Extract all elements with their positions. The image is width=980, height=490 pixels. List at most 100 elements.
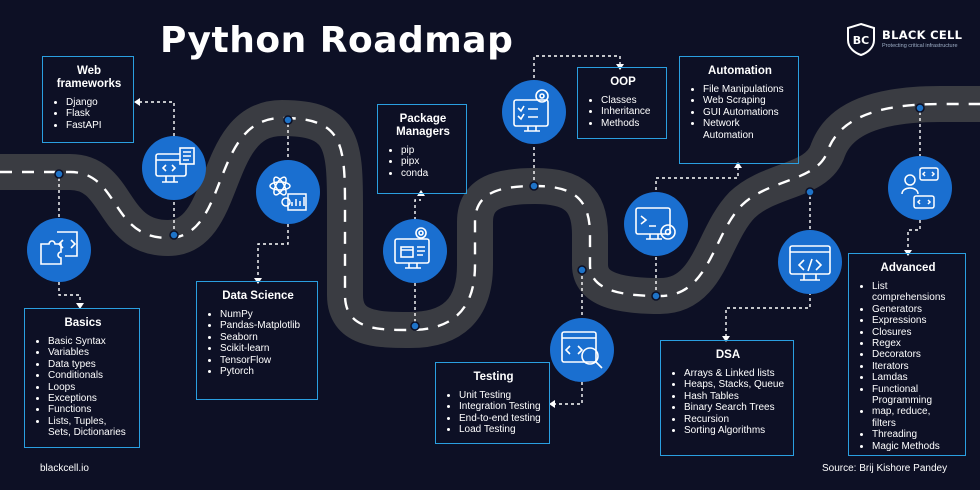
arrowhead-basics [76, 303, 84, 309]
list-item: map, reduce, filters [872, 406, 957, 429]
black-cell-logo-icon: BC [847, 22, 875, 56]
list-item: Load Testing [459, 424, 541, 435]
connector-pkg [414, 199, 421, 328]
box-basics: Basics Basic Syntax Variables Data types… [24, 308, 140, 448]
list-item: Loops [48, 382, 131, 393]
terminal-gear-monitor-icon [624, 192, 688, 256]
list-item: End-to-end testing [459, 413, 541, 424]
list-item: Sorting Algorithms [684, 425, 785, 436]
code-chat-avatars-icon [888, 156, 952, 220]
list-item: GUI Automations [703, 107, 790, 118]
box-list: Arrays & Linked lists Heaps, Stacks, Que… [671, 368, 785, 436]
road [0, 86, 980, 348]
list-item: Magic Methods [872, 441, 957, 452]
page-title: Python Roadmap [160, 20, 514, 61]
stop-dot-pkg [410, 321, 420, 331]
connector-automation [655, 166, 739, 296]
list-item: Unit Testing [459, 390, 541, 401]
list-item: Functional Programming [872, 384, 957, 407]
list-item: Integration Testing [459, 401, 541, 412]
list-item: Threading [872, 429, 957, 440]
list-item: Methods [601, 118, 658, 129]
list-item: Arrays & Linked lists [684, 368, 785, 379]
box-advanced: Advanced List comprehensions Generators … [848, 253, 966, 456]
footer-site: blackcell.io [40, 463, 89, 474]
list-item: Binary Search Trees [684, 402, 785, 413]
list-item: Exceptions [48, 393, 131, 404]
box-heading: Testing [473, 371, 514, 383]
stop-dot-advanced [915, 103, 925, 113]
list-item: Django [66, 97, 125, 108]
connector-ds [257, 118, 289, 280]
list-item: Inheritance [601, 106, 658, 117]
connector-testing [555, 270, 583, 405]
brand: BC BLACK CELL Protecting critical infras… [844, 22, 974, 56]
connector-advanced [907, 106, 921, 252]
connector-oop [533, 55, 621, 186]
stop-dot-basics [54, 169, 64, 179]
list-item: Data types [48, 359, 131, 370]
puzzle-code-icon [27, 218, 91, 282]
list-item: Classes [601, 95, 658, 106]
arrowhead-testing [549, 400, 555, 408]
box-list: Basic Syntax Variables Data types Condit… [35, 336, 131, 439]
list-item: Lists, Tuples, Sets, Dictionaries [48, 416, 131, 439]
arrowhead-web [134, 98, 140, 106]
package-monitor-icon [383, 219, 447, 283]
box-package-managers: Package Managers pip pipx conda [377, 104, 467, 194]
box-heading: Package Managers [396, 113, 450, 138]
list-item: Recursion [684, 414, 785, 425]
connector-dsa [725, 190, 811, 338]
box-automation: Automation File Manipulations Web Scrapi… [679, 56, 799, 164]
list-item: conda [401, 168, 458, 179]
connectors [58, 55, 921, 405]
list-item: File Manipulations [703, 84, 790, 95]
box-testing: Testing Unit Testing Integration Testing… [435, 362, 550, 444]
list-item: Heaps, Stacks, Queue [684, 379, 785, 390]
list-item: NumPy [220, 309, 309, 320]
list-item: Seaborn [220, 332, 309, 343]
list-item: TensorFlow [220, 355, 309, 366]
box-list: List comprehensions Generators Expressio… [859, 281, 957, 452]
list-item: Variables [48, 347, 131, 358]
box-heading: OOP [610, 76, 636, 88]
box-oop: OOP Classes Inheritance Methods [577, 67, 667, 139]
list-item: Conditionals [48, 370, 131, 381]
list-item: Pytorch [220, 366, 309, 377]
box-list: Django Flask FastAPI [53, 97, 125, 131]
stops [54, 103, 925, 331]
box-dsa: DSA Arrays & Linked lists Heaps, Stacks,… [660, 340, 794, 456]
list-item: Lamdas [872, 372, 957, 383]
connector-basics [58, 172, 81, 305]
arrowhead-automation [734, 162, 742, 168]
list-item: List comprehensions [872, 281, 957, 304]
list-item: Functions [48, 404, 131, 415]
list-item: pip [401, 145, 458, 156]
list-item: Basic Syntax [48, 336, 131, 347]
list-item: Regex [872, 338, 957, 349]
stop-dot-dsa [805, 187, 815, 197]
stop-dot-oop [529, 181, 539, 191]
browser-monitor-icon [142, 136, 206, 200]
list-item: Pandas-Matplotlib [220, 320, 309, 331]
box-heading: Data Science [222, 290, 294, 302]
stop-dot-web [169, 230, 179, 240]
list-item: Generators [872, 304, 957, 315]
brand-tagline: Protecting critical infrastructure [882, 43, 958, 49]
list-item: Web Scraping [703, 95, 790, 106]
box-list: NumPy Pandas-Matplotlib Seaborn Scikit-l… [207, 309, 309, 377]
list-item: Closures [872, 327, 957, 338]
box-data-science: Data Science NumPy Pandas-Matplotlib Sea… [196, 281, 318, 400]
box-heading: DSA [715, 349, 741, 361]
stop-dot-testing [577, 265, 587, 275]
gear-checklist-monitor-icon [502, 80, 566, 144]
connector-web [140, 101, 175, 235]
footer-source: Source: Brij Kishore Pandey [822, 463, 948, 474]
list-item: Flask [66, 108, 125, 119]
brand-logo-text: BC [853, 34, 869, 47]
box-heading: Advanced [880, 262, 936, 274]
arrowhead-dsa [722, 336, 730, 342]
box-list: pip pipx conda [388, 145, 458, 179]
box-list: Unit Testing Integration Testing End-to-… [446, 390, 541, 436]
